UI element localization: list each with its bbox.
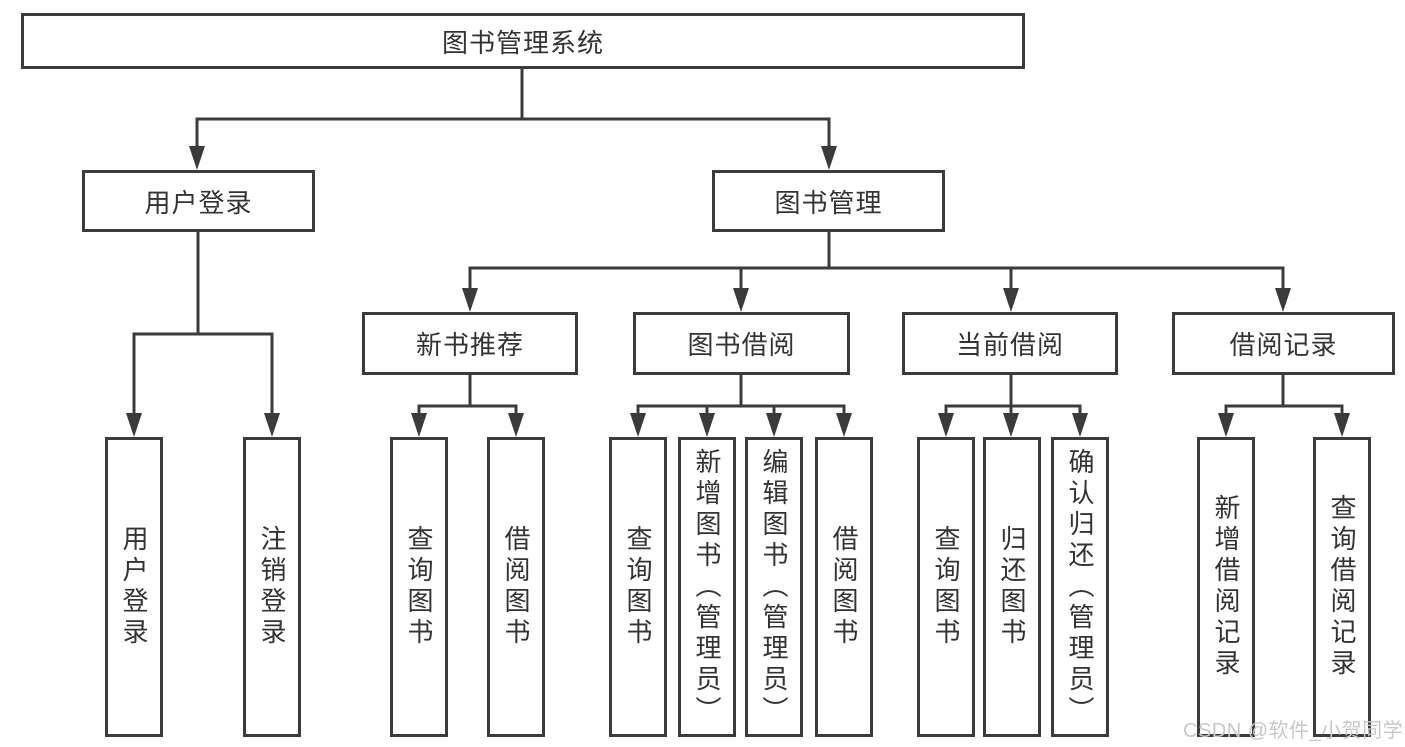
leaf-borrow-books-recommend: 借阅图书: [487, 437, 545, 737]
node-label: 当前借阅: [955, 330, 1064, 360]
node-label: 借阅图书: [829, 525, 859, 649]
node-root-library-system: 图书管理系统: [21, 13, 1025, 69]
node-label: 确认归还（管理员）: [1065, 447, 1095, 727]
node-label: 查询图书: [623, 525, 653, 649]
arrowheads: [126, 146, 1350, 437]
node-label: 注销登录: [257, 525, 287, 649]
node-label: 查询图书: [931, 525, 961, 649]
node-label: 归还图书: [997, 525, 1027, 649]
node-label: 用户登录: [144, 187, 253, 218]
leaf-query-books-current: 查询图书: [917, 437, 975, 737]
node-label: 借阅记录: [1229, 330, 1338, 360]
node-label: 编辑图书（管理员）: [759, 447, 789, 727]
leaf-add-borrow-record: 新增借阅记录: [1197, 437, 1255, 737]
node-label: 新增图书（管理员）: [692, 447, 722, 727]
leaf-query-books-borrowing: 查询图书: [609, 437, 667, 737]
node-label: 新书推荐: [415, 330, 524, 360]
node-label: 图书借阅: [687, 330, 796, 360]
node-label: 查询借阅记录: [1327, 494, 1357, 680]
node-label: 用户登录: [119, 525, 149, 649]
node-label: 借阅图书: [501, 525, 531, 649]
node-label: 新增借阅记录: [1211, 494, 1241, 680]
node-current-borrowing: 当前借阅: [902, 312, 1118, 375]
node-user-login: 用户登录: [82, 170, 315, 232]
leaf-borrow-books: 借阅图书: [815, 437, 873, 737]
leaf-logout: 注销登录: [243, 437, 301, 737]
node-new-book-recommendation: 新书推荐: [362, 312, 578, 375]
leaf-query-borrow-record: 查询借阅记录: [1313, 437, 1371, 737]
leaf-query-books-recommend: 查询图书: [390, 437, 448, 737]
node-book-borrowing: 图书借阅: [633, 312, 850, 375]
leaf-edit-books-admin: 编辑图书（管理员）: [745, 437, 803, 737]
node-book-management: 图书管理: [712, 170, 945, 232]
node-borrowing-records: 借阅记录: [1172, 312, 1395, 375]
node-label: 查询图书: [404, 525, 434, 649]
node-label: 图书管理系统: [441, 27, 604, 58]
leaf-user-login: 用户登录: [105, 437, 163, 737]
leaf-add-books-admin: 新增图书（管理员）: [678, 437, 736, 737]
leaf-return-books: 归还图书: [983, 437, 1041, 737]
leaf-confirm-return-admin: 确认归还（管理员）: [1051, 437, 1109, 737]
node-label: 图书管理: [774, 187, 883, 218]
csdn-watermark: CSDN @软件_小贺同学: [1183, 720, 1404, 742]
